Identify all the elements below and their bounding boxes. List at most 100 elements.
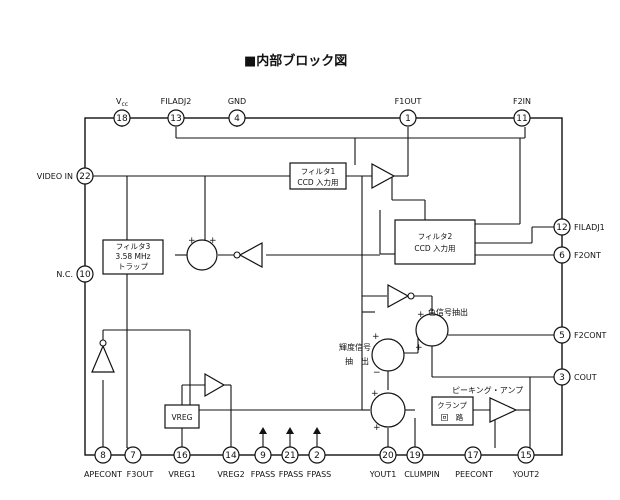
pin-12-number: 12 bbox=[556, 223, 567, 233]
filter2-label: フィルタ2 bbox=[418, 232, 453, 241]
pin-9-circle bbox=[254, 446, 272, 464]
pin-15-number: 15 bbox=[520, 451, 531, 461]
pin-1-circle bbox=[399, 109, 417, 127]
pin-7-label: F3OUT bbox=[127, 470, 154, 479]
plus-sign: + bbox=[209, 236, 217, 246]
vreg-amp bbox=[204, 372, 226, 398]
pin-6-number: 6 bbox=[559, 251, 565, 261]
pin-1-label: F1OUT bbox=[395, 97, 422, 106]
color-extract-label: 色信号抽出 bbox=[428, 307, 468, 317]
pin-20-label: YOUT1 bbox=[369, 470, 397, 479]
pin-5-label: F2CONT bbox=[574, 331, 607, 340]
filter1-sublabel: CCD 入力用 bbox=[297, 177, 338, 187]
pin-12-circle bbox=[553, 218, 571, 236]
pin-4-number: 4 bbox=[234, 114, 240, 124]
pin-13-circle bbox=[167, 109, 185, 127]
pin-17-number: 17 bbox=[467, 451, 478, 461]
pin-14-number: 14 bbox=[225, 451, 237, 461]
inverter-bubble-2 bbox=[407, 292, 415, 300]
inverter-amp-2 bbox=[387, 283, 410, 309]
pin-20-circle bbox=[379, 446, 397, 464]
plus-sign: + bbox=[372, 332, 380, 342]
pin-16-circle bbox=[173, 446, 191, 464]
adder-1 bbox=[186, 239, 218, 271]
pin-18-label: Vcc bbox=[116, 97, 128, 108]
peaking-amp bbox=[489, 397, 518, 423]
filter3-block: フィルタ3 3.58 MHz トラップ bbox=[102, 239, 164, 275]
pin-19-circle bbox=[406, 446, 424, 464]
pin-5-number: 5 bbox=[559, 331, 565, 341]
pin-22-circle bbox=[76, 167, 94, 185]
pin-15-label: YOUT2 bbox=[512, 470, 540, 479]
pin-17-label: PEECONT bbox=[455, 470, 493, 479]
pin-21-circle bbox=[281, 446, 299, 464]
pin-4-label: GND bbox=[228, 97, 246, 106]
peaking-amp-label: ピーキング・アンプ bbox=[452, 385, 523, 395]
plus-sign: + bbox=[417, 310, 425, 320]
filter3-trap: トラップ bbox=[118, 262, 148, 271]
pin-12-label: FILADJ1 bbox=[574, 223, 605, 232]
pin-19-number: 19 bbox=[409, 451, 421, 461]
pin-6-label: F2ONT bbox=[574, 251, 601, 260]
clamp-block: クランプ 回 路 bbox=[431, 396, 474, 426]
pin-13-label: FILADJ2 bbox=[161, 97, 192, 106]
pin-6-circle bbox=[553, 246, 571, 264]
pin-10-circle bbox=[76, 265, 94, 283]
adder-luma bbox=[371, 338, 405, 372]
filter1-block: フィルタ1 CCD 入力用 bbox=[289, 162, 347, 190]
luma-extract-label: 輝度信号 bbox=[339, 342, 371, 352]
pin-16-number: 16 bbox=[176, 451, 188, 461]
filter3-label: フィルタ3 bbox=[116, 242, 151, 251]
pin-17-circle bbox=[464, 446, 482, 464]
buffer-amp-1 bbox=[371, 162, 396, 190]
filter3-freq: 3.58 MHz bbox=[115, 252, 150, 261]
diagram-title: ■内部ブロック図 bbox=[244, 53, 347, 69]
plus-sign: + bbox=[373, 423, 381, 433]
pin-3-circle bbox=[553, 368, 571, 386]
vreg-label: VREG bbox=[172, 413, 193, 422]
pin-9-number: 9 bbox=[260, 451, 266, 461]
pin-10-label: N.C. bbox=[56, 270, 73, 279]
minus-sign: − bbox=[373, 368, 381, 378]
adder-output bbox=[370, 392, 406, 428]
pin-7-circle bbox=[124, 446, 142, 464]
filter1-label: フィルタ1 bbox=[301, 167, 336, 176]
pin-21-label: FPASS bbox=[279, 470, 304, 479]
pin-22-number: 22 bbox=[79, 172, 90, 182]
pin-13-number: 13 bbox=[170, 114, 181, 124]
pin-18-circle bbox=[113, 109, 131, 127]
pin-7-number: 7 bbox=[130, 451, 136, 461]
pin-8-circle bbox=[94, 446, 112, 464]
plus-sign: + bbox=[371, 389, 379, 399]
inverter-bubble-1 bbox=[233, 251, 241, 259]
pin-11-label: F2IN bbox=[513, 97, 531, 106]
pin-11-number: 11 bbox=[516, 114, 527, 124]
inverter-amp-1 bbox=[238, 241, 263, 269]
pin-8-label: APECONT bbox=[84, 470, 122, 479]
pin-4-circle bbox=[228, 109, 246, 127]
filter2-sublabel: CCD 入力用 bbox=[414, 243, 455, 253]
pin-labels: Vcc FILADJ2 GND F1OUT F2IN VIDEO IN N.C. FILADJ… bbox=[37, 97, 607, 479]
filter2-block: フィルタ2 CCD 入力用 bbox=[394, 219, 476, 265]
pin-19-label: CLUMPIN bbox=[404, 470, 440, 479]
clamp-sublabel: 回 路 bbox=[441, 412, 464, 422]
pin-10-number: 10 bbox=[79, 270, 91, 280]
fpass-arrows bbox=[259, 427, 321, 434]
pin-1-number: 1 bbox=[405, 114, 411, 124]
plus-sign: + bbox=[188, 236, 196, 246]
vreg-block: VREG bbox=[164, 404, 200, 429]
pin-14-circle bbox=[222, 446, 240, 464]
pin-2-number: 2 bbox=[314, 451, 320, 461]
pin-16-label: VREG1 bbox=[168, 470, 195, 479]
plus-sign: + bbox=[415, 343, 423, 353]
pin-21-number: 21 bbox=[284, 451, 295, 461]
pin-18-number: 18 bbox=[116, 114, 128, 124]
pin-3-label: COUT bbox=[574, 373, 597, 382]
pin-3-number: 3 bbox=[559, 373, 565, 383]
pin-22-label: VIDEO IN bbox=[37, 172, 73, 181]
apecont-amp bbox=[91, 344, 115, 373]
luma-extract-label-2: 抽 出 bbox=[345, 356, 369, 366]
pin-14-label: VREG2 bbox=[217, 470, 244, 479]
